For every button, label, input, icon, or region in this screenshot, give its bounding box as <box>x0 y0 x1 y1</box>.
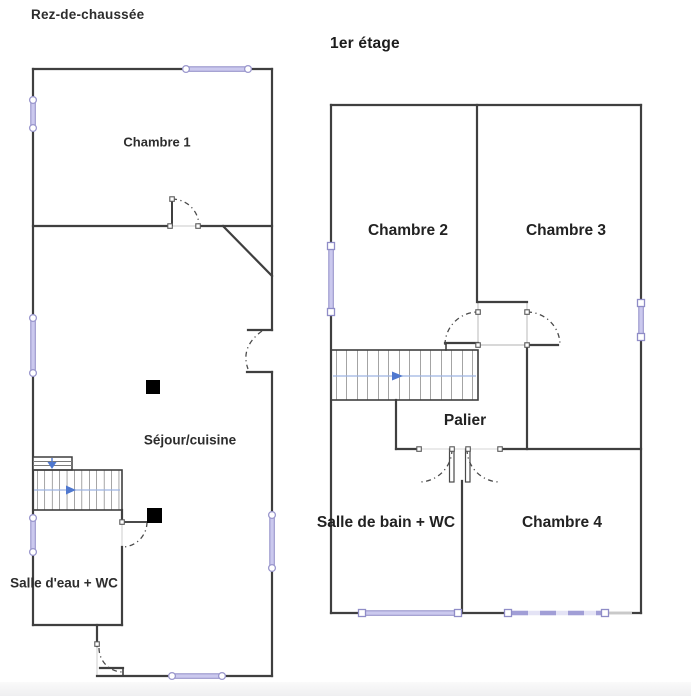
ground-floor-plan <box>28 64 277 681</box>
door-leaf <box>464 448 471 483</box>
room-label-salle-de-bain-wc: Salle de bain + WC <box>316 514 456 531</box>
ground-floor-doors <box>98 198 263 673</box>
staircase-first <box>330 349 479 401</box>
room-label-chambre-3: Chambre 3 <box>525 222 607 239</box>
staircase-ground <box>32 456 123 511</box>
window <box>30 517 36 553</box>
chimney-block <box>146 380 160 394</box>
room-label-sejour-cuisine: Séjour/cuisine <box>143 432 237 448</box>
ground-floor-windows <box>28 64 277 681</box>
room-label-palier: Palier <box>443 412 487 429</box>
chimney-block <box>147 508 162 523</box>
ground-floor-door-openings <box>96 225 198 675</box>
stair-direction-arrow <box>392 371 403 381</box>
first-floor-door-openings <box>419 302 528 450</box>
image-bottom-fade <box>0 682 691 696</box>
door-swing-arc <box>418 448 453 483</box>
ground-floor-title: Rez-de-chaussée <box>31 7 145 22</box>
room-label-salle-eau-wc: Salle d'eau + WC <box>10 575 118 591</box>
first-floor-title: 1er étage <box>330 35 400 52</box>
window <box>30 317 36 374</box>
room-label-chambre-4: Chambre 4 <box>521 514 603 531</box>
door-swing-arc <box>245 330 263 370</box>
stair-entry-arrow <box>47 462 57 469</box>
room-label-chambre-2: Chambre 2 <box>367 222 449 239</box>
window <box>269 514 275 569</box>
first-floor-hinge-markers <box>416 309 530 452</box>
door-swing-arc <box>121 521 148 548</box>
window <box>638 302 644 338</box>
window <box>185 66 249 72</box>
first-floor-windows <box>326 241 646 618</box>
door-swing-arc <box>98 647 124 673</box>
window <box>30 99 36 129</box>
ground-floor-hinge-markers <box>94 196 201 647</box>
door-swing-arc <box>444 311 479 346</box>
door-swing-arc <box>526 311 561 346</box>
window-end-caps <box>28 64 277 681</box>
window-end-caps <box>326 241 646 618</box>
window <box>328 245 334 313</box>
window <box>361 610 459 616</box>
room-label-chambre-1: Chambre 1 <box>123 134 191 150</box>
door-swing-arc <box>466 448 501 483</box>
door-swing-arc <box>171 198 200 227</box>
fireplace-blocks <box>146 380 162 523</box>
first-floor-plan <box>326 103 646 618</box>
stair-direction-arrow <box>66 485 76 495</box>
window <box>171 673 223 679</box>
